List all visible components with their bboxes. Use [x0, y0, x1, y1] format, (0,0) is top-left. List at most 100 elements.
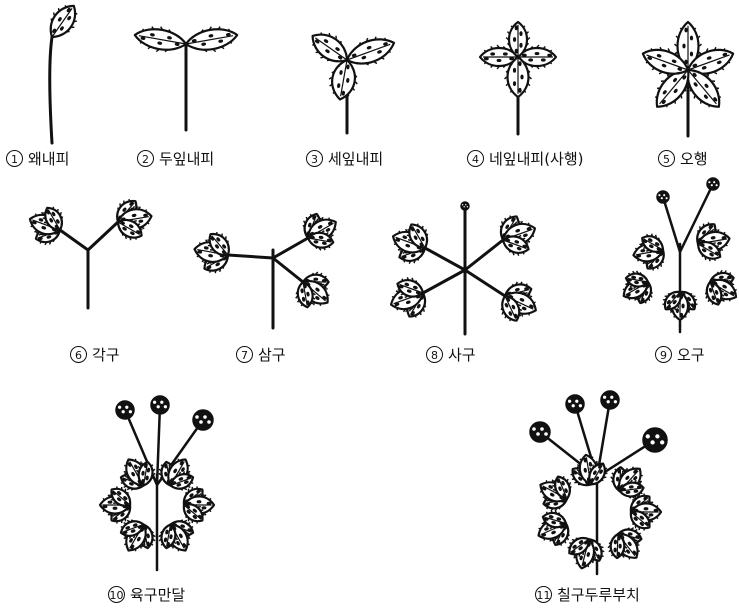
plant-stage-4: [468, 12, 568, 137]
berry-highlight: [125, 406, 128, 409]
plant-stage-8: [385, 198, 545, 336]
berry-highlight: [716, 184, 718, 186]
caption-number: 8: [426, 346, 443, 363]
plant-stage-1: [30, 5, 110, 150]
berry-highlight: [122, 410, 125, 413]
flower-bud: [461, 202, 469, 210]
berry-highlight: [603, 396, 606, 399]
caption-stage-4: 4 네잎내피(사행): [467, 148, 584, 169]
stem: [60, 222, 118, 308]
caption-label: 두잎내피: [159, 150, 214, 168]
berry-cluster: [530, 422, 550, 442]
berry-highlight: [614, 400, 617, 403]
berry-highlight: [713, 181, 715, 183]
berry-highlight: [711, 184, 713, 186]
berry-highlight: [536, 432, 540, 436]
caption-stage-10: 10 육구만달: [108, 584, 185, 605]
caption-stage-8: 8 사구: [426, 344, 476, 365]
berry-cluster: [151, 396, 169, 414]
caption-number: 10: [108, 586, 125, 603]
plant-stage-5: [640, 8, 735, 138]
berry-highlight: [207, 420, 211, 424]
berry-highlight: [540, 427, 544, 431]
berry-highlight: [663, 194, 665, 196]
caption-label: 왜내피: [28, 150, 69, 168]
caption-number: 1: [6, 150, 23, 167]
plant-stage-7: [198, 210, 343, 330]
berry-highlight: [164, 405, 167, 408]
berry-highlight: [661, 197, 663, 199]
berry-highlight: [666, 197, 668, 199]
berry-highlight: [572, 404, 575, 407]
caption-number: 6: [70, 346, 87, 363]
berry-cluster: [601, 391, 619, 409]
berry-highlight: [465, 204, 466, 205]
berry-highlight: [203, 415, 207, 419]
stem: [50, 37, 52, 143]
berry-highlight: [658, 194, 660, 196]
berry-highlight: [195, 415, 199, 419]
leaflet: [42, 0, 85, 44]
berry-highlight: [568, 400, 571, 403]
berry-highlight: [160, 401, 163, 404]
caption-label: 오행: [680, 150, 708, 168]
berry-highlight: [467, 206, 468, 207]
caption-label: 육구만달: [130, 586, 185, 604]
caption-stage-3: 3 세잎내피: [306, 148, 383, 169]
caption-number: 9: [655, 346, 672, 363]
leaflet: [184, 23, 240, 57]
berry-cluster: [707, 178, 719, 190]
plant-stage-2: [128, 22, 248, 132]
berry-highlight: [532, 427, 536, 431]
berry-cluster: [116, 401, 134, 419]
berry-highlight: [708, 181, 710, 183]
berry-highlight: [463, 206, 464, 207]
berry-cluster: [566, 395, 584, 413]
caption-stage-11: 11 칠구두루부치: [535, 584, 640, 605]
berry-cluster: [657, 191, 669, 203]
berry-highlight: [157, 405, 160, 408]
berry-highlight: [660, 440, 664, 444]
berry-cluster: [643, 428, 667, 452]
caption-stage-2: 2 두잎내피: [137, 148, 214, 169]
caption-label: 오구: [677, 346, 705, 364]
berry-highlight: [655, 434, 659, 438]
plant-stage-10: [75, 375, 240, 575]
caption-number: 5: [658, 150, 675, 167]
caption-label: 세잎내피: [328, 150, 383, 168]
caption-number: 2: [137, 150, 154, 167]
stem: [423, 206, 505, 334]
berry-highlight: [575, 400, 578, 403]
berry-highlight: [607, 400, 610, 403]
caption-label: 삼구: [258, 346, 286, 364]
caption-stage-6: 6 각구: [70, 344, 120, 365]
caption-stage-9: 9 오구: [655, 344, 705, 365]
berry-highlight: [153, 401, 156, 404]
plant-stage-6: [30, 200, 160, 310]
caption-number: 4: [467, 150, 484, 167]
caption-label: 각구: [92, 346, 120, 364]
plant-stage-3: [300, 15, 405, 135]
caption-label: 사구: [448, 346, 476, 364]
berry-highlight: [118, 406, 121, 409]
caption-stage-7: 7 삼구: [236, 344, 286, 365]
berry-highlight: [544, 432, 548, 436]
caption-number: 3: [306, 150, 323, 167]
leaflet: [133, 23, 189, 57]
caption-label: 네잎내피(사행): [489, 150, 584, 168]
berry-highlight: [462, 204, 463, 205]
berry-highlight: [199, 420, 203, 424]
caption-number: 7: [236, 346, 253, 363]
caption-number: 11: [535, 586, 552, 603]
plant-stage-11: [505, 382, 685, 580]
caption-label: 칠구두루부치: [557, 586, 640, 604]
berry-cluster: [193, 410, 213, 430]
caption-stage-1: 1 왜내피: [6, 148, 69, 169]
berry-highlight: [579, 404, 582, 407]
caption-stage-5: 5 오행: [658, 148, 708, 169]
berry-highlight: [610, 396, 613, 399]
plant-stage-9: [618, 172, 738, 334]
berry-highlight: [129, 410, 132, 413]
berry-highlight: [650, 440, 654, 444]
